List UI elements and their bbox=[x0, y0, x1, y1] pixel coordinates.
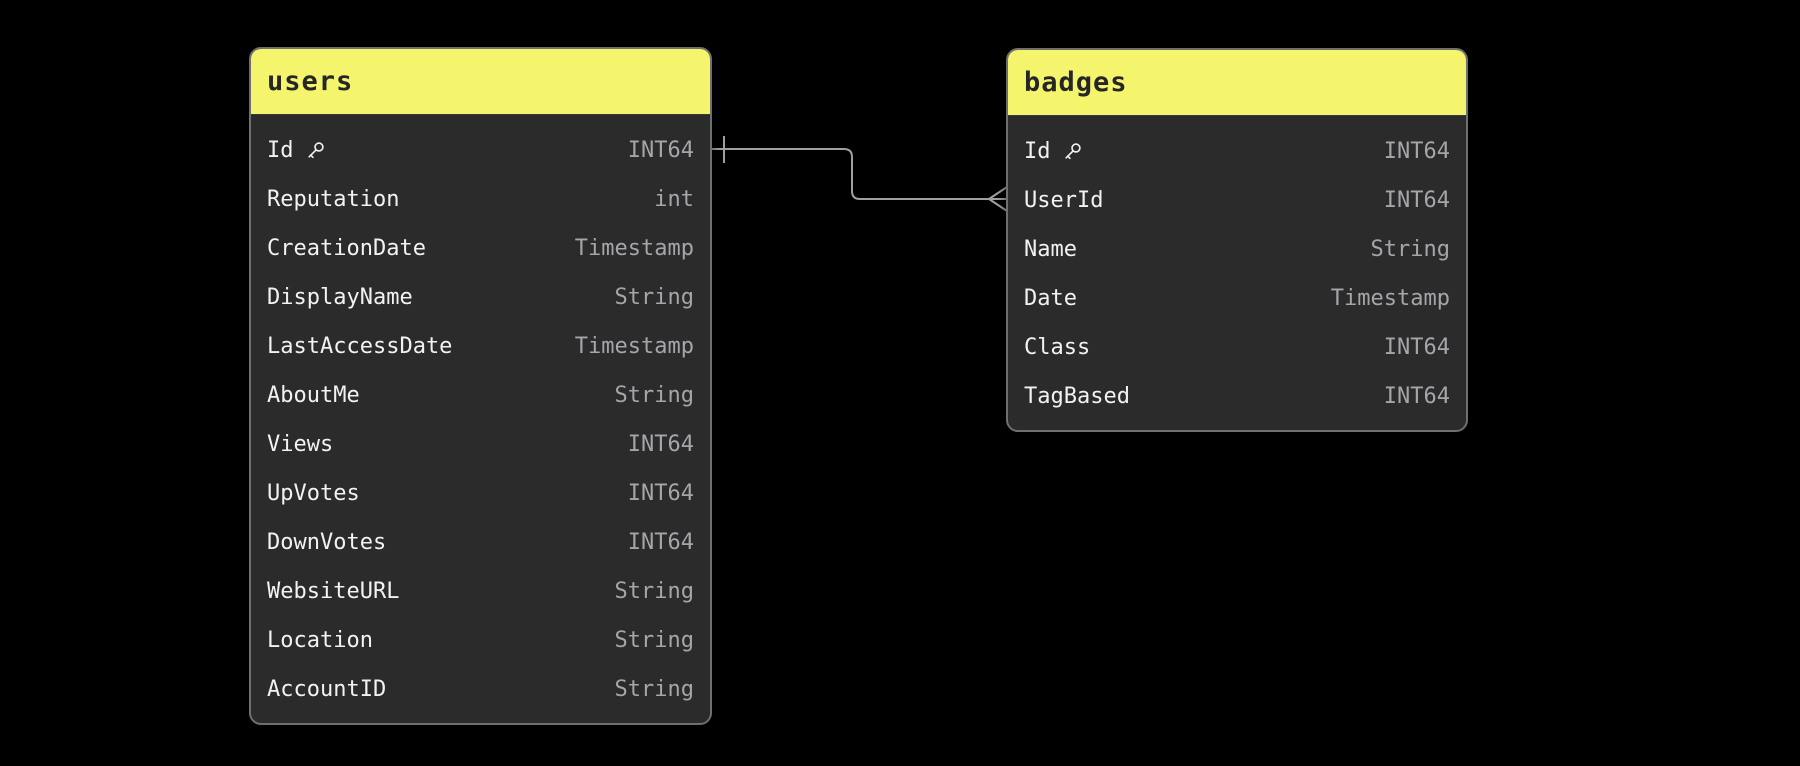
field-type: INT64 bbox=[1383, 384, 1450, 409]
table-title: badges bbox=[1024, 67, 1128, 98]
field-type: String bbox=[614, 677, 694, 702]
field-name: Views bbox=[267, 432, 334, 457]
field-row[interactable]: UpVotes INT64 bbox=[251, 469, 710, 518]
field-row[interactable]: Class INT64 bbox=[1008, 323, 1466, 372]
field-row[interactable]: Id INT64 bbox=[251, 126, 710, 175]
field-row[interactable]: AccountID String bbox=[251, 665, 710, 714]
table-badges-rows: Id INT64 UserId INT64 Name String Date T… bbox=[1008, 116, 1466, 430]
table-users[interactable]: users Id INT64 Reputation int CreationDa… bbox=[249, 47, 712, 725]
field-type: String bbox=[614, 628, 694, 653]
field-row[interactable]: WebsiteURL String bbox=[251, 567, 710, 616]
field-type: INT64 bbox=[627, 432, 694, 457]
field-name: Date bbox=[1024, 286, 1077, 311]
field-row[interactable]: Name String bbox=[1008, 225, 1466, 274]
field-row[interactable]: Date Timestamp bbox=[1008, 274, 1466, 323]
field-row[interactable]: TagBased INT64 bbox=[1008, 372, 1466, 421]
field-row[interactable]: Reputation int bbox=[251, 175, 710, 224]
primary-key-icon bbox=[1064, 143, 1081, 160]
field-name: DownVotes bbox=[267, 530, 387, 555]
field-name: CreationDate bbox=[267, 236, 426, 261]
field-type: INT64 bbox=[627, 481, 694, 506]
field-row[interactable]: Views INT64 bbox=[251, 420, 710, 469]
field-name: LastAccessDate bbox=[267, 334, 453, 359]
field-name: WebsiteURL bbox=[267, 579, 400, 604]
field-name: Location bbox=[267, 628, 373, 653]
field-name: Id bbox=[267, 138, 294, 163]
field-type: INT64 bbox=[627, 530, 694, 555]
field-type: Timestamp bbox=[574, 236, 694, 261]
field-row[interactable]: AboutMe String bbox=[251, 371, 710, 420]
field-type: String bbox=[614, 285, 694, 310]
field-name: UpVotes bbox=[267, 481, 360, 506]
field-name: Id bbox=[1024, 139, 1051, 164]
field-type: INT64 bbox=[1383, 335, 1450, 360]
field-row[interactable]: Id INT64 bbox=[1008, 127, 1466, 176]
field-type: String bbox=[614, 383, 694, 408]
table-badges[interactable]: badges Id INT64 UserId INT64 Name String bbox=[1006, 48, 1468, 432]
field-row[interactable]: CreationDate Timestamp bbox=[251, 224, 710, 273]
field-row[interactable]: UserId INT64 bbox=[1008, 176, 1466, 225]
table-users-header[interactable]: users bbox=[251, 49, 710, 115]
field-type: INT64 bbox=[1383, 188, 1450, 213]
field-name: AccountID bbox=[267, 677, 387, 702]
table-badges-header[interactable]: badges bbox=[1008, 50, 1466, 116]
connector-path[interactable] bbox=[712, 148, 989, 200]
field-row[interactable]: DownVotes INT64 bbox=[251, 518, 710, 567]
field-type: String bbox=[1370, 237, 1450, 262]
field-type: Timestamp bbox=[1330, 286, 1450, 311]
field-type: int bbox=[654, 187, 694, 212]
field-name: Name bbox=[1024, 237, 1077, 262]
field-row[interactable]: LastAccessDate Timestamp bbox=[251, 322, 710, 371]
field-type: Timestamp bbox=[574, 334, 694, 359]
field-name: AboutMe bbox=[267, 383, 360, 408]
field-name: Class bbox=[1024, 335, 1091, 360]
primary-key-icon bbox=[307, 142, 324, 159]
many-cardinality-crowfoot bbox=[988, 186, 1008, 212]
field-name: Reputation bbox=[267, 187, 400, 212]
field-name: DisplayName bbox=[267, 285, 413, 310]
field-row[interactable]: DisplayName String bbox=[251, 273, 710, 322]
field-type: String bbox=[614, 579, 694, 604]
table-title: users bbox=[267, 66, 354, 97]
field-type: INT64 bbox=[627, 138, 694, 163]
field-row[interactable]: Location String bbox=[251, 616, 710, 665]
field-name: UserId bbox=[1024, 188, 1104, 213]
table-users-rows: Id INT64 Reputation int CreationDate Tim… bbox=[251, 115, 710, 723]
field-type: INT64 bbox=[1383, 139, 1450, 164]
field-name: TagBased bbox=[1024, 384, 1130, 409]
